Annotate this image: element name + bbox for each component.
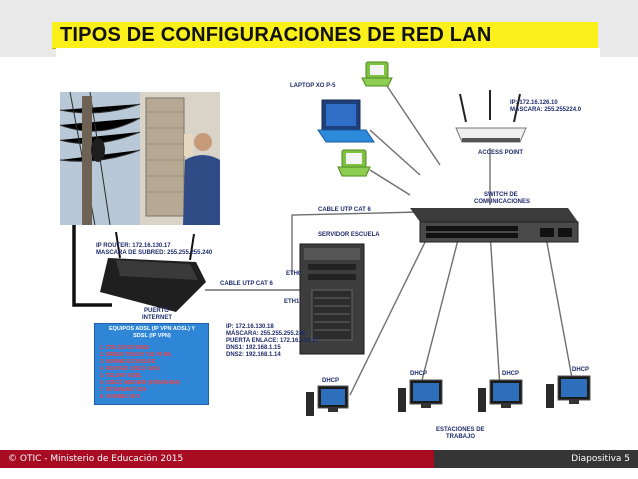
server-dns2: DNS2: 192.168.1.14 xyxy=(226,352,281,358)
footer-copyright: © OTIC - Ministerio de Educación 2015 xyxy=(8,454,184,464)
internet-cable xyxy=(72,220,112,307)
list-item: 4. ROUTER CISCO 1841 xyxy=(100,366,160,372)
list-item: 8. HUAWEI 1971 xyxy=(100,394,141,400)
equipment-heading: EQUIPOS ADSL (IP VPN AOSL) Y SDSL (IP VP… xyxy=(100,326,204,340)
workstations-label-line2: TRABAJO xyxy=(446,434,476,440)
technician-photo xyxy=(59,91,220,226)
equipment-list-box: EQUIPOS ADSL (IP VPN AOSL) Y SDSL (IP VP… xyxy=(94,323,209,405)
cable-switch-ws2 xyxy=(419,231,461,389)
equipment-heading-line1: EQUIPOS ADSL (IP VPN AOSL) Y xyxy=(108,326,196,332)
cable-router-label: CABLE UTP CAT 6 xyxy=(220,281,273,287)
router-mask-label: MASCARA DE SUBRED: 255.255.255.240 xyxy=(96,250,213,256)
ap-ip-label: IP: 172.16.126.10 xyxy=(510,100,558,106)
laptop-label: LAPTOP XO P-5 xyxy=(290,83,336,89)
list-item: 7. NTSAMANT 834 xyxy=(100,387,146,393)
workstation-1 xyxy=(306,385,349,416)
switch-label-line1: SWITCH DE xyxy=(484,192,518,198)
laptop-1 xyxy=(361,61,393,87)
slide-footer: © OTIC - Ministerio de Educación 2015 Di… xyxy=(0,450,638,479)
dhcp-label-4: DHCP xyxy=(572,367,590,373)
network-switch xyxy=(410,208,579,243)
laptop-2 xyxy=(317,99,375,143)
ap-mask-label: MÁSCARA: 255.255224.0 xyxy=(510,107,582,113)
footer-bottom-strip xyxy=(0,468,638,479)
internet-label-line2: INTERNET xyxy=(142,315,172,321)
workstation-3 xyxy=(478,379,523,412)
cable-laptop3-switch xyxy=(369,169,411,196)
footer-right-bar: Diapositiva 5 xyxy=(434,450,638,468)
equipment-list: 1. ZTE ZXV10 W300 2. SPEED TOUCH 716 V5 … xyxy=(100,345,180,401)
eth1-label: ETH1 xyxy=(284,299,300,305)
dhcp-label-1: DHCP xyxy=(322,378,340,384)
workstation-4 xyxy=(546,375,591,408)
cable-switch-label: CABLE UTP CAT 6 xyxy=(318,207,371,213)
list-item: 6. CISCO 892/1905 (ATRAN 854) xyxy=(100,380,180,386)
access-point-label: ACCESS POINT xyxy=(478,150,524,156)
cable-switch-ws1 xyxy=(349,231,431,396)
cable-laptop1-switch xyxy=(382,79,441,166)
workstation-2 xyxy=(398,379,443,412)
laptop-3 xyxy=(337,149,371,177)
server-mask: MÁSCARA: 255.255.255.248 xyxy=(226,331,306,337)
server-label: SERVIDOR ESCUELA xyxy=(318,232,380,238)
cables xyxy=(205,79,573,396)
dhcp-label-2: DHCP xyxy=(410,371,428,377)
workstations-label-line1: ESTACIONES DE xyxy=(436,427,485,433)
list-item: 5. TELDAT ADSL xyxy=(100,373,143,379)
eth0-label: ETH0 xyxy=(286,271,302,277)
cable-laptop2-switch xyxy=(369,129,421,176)
equipment-heading-line2: SDSL (IP VPN) xyxy=(133,333,171,339)
list-item: 2. SPEED TOUCH 716 V5 WL xyxy=(100,352,173,358)
server-dns1: DNS1: 192.168.1.15 xyxy=(226,345,281,351)
dhcp-label-3: DHCP xyxy=(502,371,520,377)
server-tower xyxy=(299,243,365,355)
server-gateway: PUERTA ENLACE: 172.16.130.17 xyxy=(226,338,319,344)
footer-slide-number: Diapositiva 5 xyxy=(571,454,630,464)
cable-switch-ws4 xyxy=(544,231,573,379)
server-ip: IP: 172.16.130.18 xyxy=(226,324,274,330)
title-bar: TIPOS DE CONFIGURACIONES DE RED LAN xyxy=(52,22,598,49)
adsl-router xyxy=(100,231,206,312)
list-item: 3. HUAWEI ECHOLIFE xyxy=(100,359,156,365)
router-ip-label: IP ROUTER: 172.16.130.17 xyxy=(96,243,171,249)
cable-switch-ws3 xyxy=(489,231,501,389)
switch-label-line2: COMUNICACIONES xyxy=(474,199,531,205)
slide-title: TIPOS DE CONFIGURACIONES DE RED LAN xyxy=(60,24,492,46)
internet-label-line1: PUERTO xyxy=(144,308,169,314)
list-item: 1. ZTE ZXV10 W300 xyxy=(100,345,149,351)
access-point xyxy=(455,90,527,143)
cable-server-switch xyxy=(291,211,421,275)
footer-left-bar: © OTIC - Ministerio de Educación 2015 xyxy=(0,450,434,468)
